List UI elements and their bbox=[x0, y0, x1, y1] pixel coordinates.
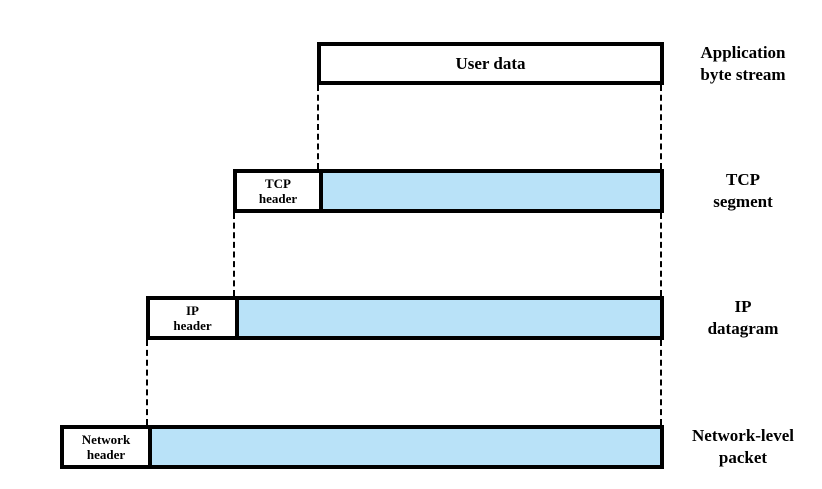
ip-header-label-line2: header bbox=[173, 318, 212, 333]
side-label-ip-line1: IP bbox=[734, 297, 752, 316]
side-label-network-line1: Network-level bbox=[692, 426, 794, 445]
tcp-data-box bbox=[323, 173, 660, 209]
dashed-connector-left-2 bbox=[233, 213, 235, 296]
network-data-box bbox=[152, 429, 660, 465]
tcp-header-label-line1: TCP bbox=[265, 176, 291, 191]
dashed-connector-right-3 bbox=[660, 340, 662, 425]
side-label-network-line2: packet bbox=[718, 448, 768, 467]
side-label-tcp-line1: TCP bbox=[726, 170, 760, 189]
ip-header-label-line1: IP bbox=[186, 303, 199, 318]
side-label-network-level-packet: Network-level packet bbox=[664, 421, 822, 473]
side-label-application-line2: byte stream bbox=[700, 65, 786, 84]
side-label-application-byte-stream: Application byte stream bbox=[664, 38, 822, 90]
side-label-tcp-segment: TCP segment bbox=[664, 165, 822, 217]
user-data-box: User data bbox=[317, 42, 664, 85]
tcp-segment-row: TCP header bbox=[233, 169, 664, 213]
dashed-connector-left-3 bbox=[146, 340, 148, 425]
dashed-connector-left-1 bbox=[317, 85, 319, 169]
tcp-header-box: TCP header bbox=[237, 173, 323, 209]
side-label-ip-datagram: IP datagram bbox=[664, 292, 822, 344]
network-header-box: Network header bbox=[64, 429, 152, 465]
ip-data-box bbox=[239, 300, 660, 336]
network-header-label-line2: header bbox=[86, 447, 126, 462]
ip-header-box: IP header bbox=[150, 300, 239, 336]
network-header-label-line1: Network bbox=[81, 432, 131, 447]
side-label-application-line1: Application bbox=[700, 43, 786, 62]
ip-datagram-row: IP header bbox=[146, 296, 664, 340]
side-label-tcp-line2: segment bbox=[713, 192, 773, 211]
tcp-header-label-line2: header bbox=[258, 191, 298, 206]
dashed-connector-right-1 bbox=[660, 85, 662, 169]
dashed-connector-right-2 bbox=[660, 213, 662, 296]
side-label-ip-line2: datagram bbox=[707, 319, 779, 338]
user-data-label: User data bbox=[455, 53, 526, 73]
network-packet-row: Network header bbox=[60, 425, 664, 469]
